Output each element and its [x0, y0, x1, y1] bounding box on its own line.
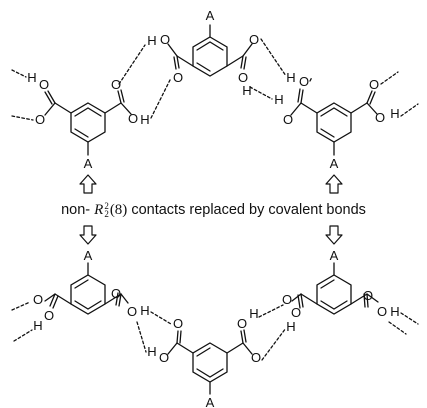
oxygen-label: O — [291, 305, 301, 320]
substituent-label: A — [206, 8, 215, 23]
oxygen-label: O — [127, 304, 137, 319]
top-center-molecule: A O H O O O H — [147, 8, 259, 98]
hydrogen-label: H — [286, 70, 295, 85]
oxygen-label: O — [251, 350, 261, 365]
hydrogen-label: H — [286, 319, 295, 334]
hydrogen-label: H — [242, 83, 251, 98]
up-arrow-left-icon — [79, 174, 97, 194]
motif-subscript: 2 — [104, 209, 109, 220]
substituent-label: A — [84, 248, 93, 263]
motif-letter: R — [94, 202, 104, 218]
bottom-right-molecule: A O O H O O H — [282, 248, 400, 334]
top-right-molecule: A O H O H O O H — [274, 70, 399, 171]
oxygen-label: O — [160, 32, 170, 47]
oxygen-label: O — [111, 286, 121, 301]
hydrogen-label: H — [140, 112, 149, 127]
oxygen-label: O — [369, 77, 379, 92]
oxygen-label: O — [33, 292, 43, 307]
bottom-hydrogen-bonds — [11, 301, 419, 361]
hydrogen-label: H — [390, 106, 399, 121]
oxygen-label: O — [249, 32, 259, 47]
caption-prefix: non- — [61, 202, 95, 218]
hydrogen-label: H — [33, 318, 42, 333]
substituent-label: A — [206, 395, 215, 408]
oxygen-label: O — [159, 350, 169, 365]
top-hydrogen-bonds — [11, 38, 419, 121]
hydrogen-label: H — [147, 33, 156, 48]
substituent-label: A — [330, 156, 339, 171]
oxygen-label: O — [377, 304, 387, 319]
oxygen-label: O — [128, 111, 138, 126]
bottom-left-molecule: A O O H O O H — [33, 248, 150, 333]
up-arrow-right-icon — [325, 174, 343, 194]
hydrogen-label: H — [27, 70, 36, 85]
caption-suffix: contacts replaced by covalent bonds — [127, 202, 366, 218]
hydrogen-label: H — [147, 344, 156, 359]
oxygen-label: O — [299, 74, 309, 89]
motif-ring-size: (8) — [109, 202, 128, 218]
hydrogen-label: H — [274, 92, 283, 107]
oxygen-label: O — [173, 316, 183, 331]
arrows — [79, 174, 343, 245]
down-arrow-right-icon — [325, 225, 343, 245]
oxygen-label: O — [363, 288, 373, 303]
oxygen-label: O — [44, 308, 54, 323]
down-arrow-left-icon — [79, 225, 97, 245]
oxygen-label: O — [39, 77, 49, 92]
substituent-label: A — [84, 156, 93, 171]
oxygen-label: O — [282, 292, 292, 307]
oxygen-label: O — [283, 112, 293, 127]
oxygen-label: O — [238, 70, 248, 85]
hydrogen-label: H — [249, 306, 258, 321]
oxygen-label: O — [237, 316, 247, 331]
top-left-molecule: A O H O O O H — [27, 70, 149, 171]
substituent-label: A — [330, 248, 339, 263]
bottom-center-molecule: A O O H O O H — [147, 306, 261, 408]
oxygen-label: O — [375, 110, 385, 125]
oxygen-label: O — [173, 70, 183, 85]
hydrogen-label: H — [140, 303, 149, 318]
oxygen-label: O — [111, 77, 121, 92]
oxygen-label: O — [35, 112, 45, 127]
motif-superscript: 2 — [104, 201, 109, 212]
hydrogen-label: H — [390, 304, 399, 319]
